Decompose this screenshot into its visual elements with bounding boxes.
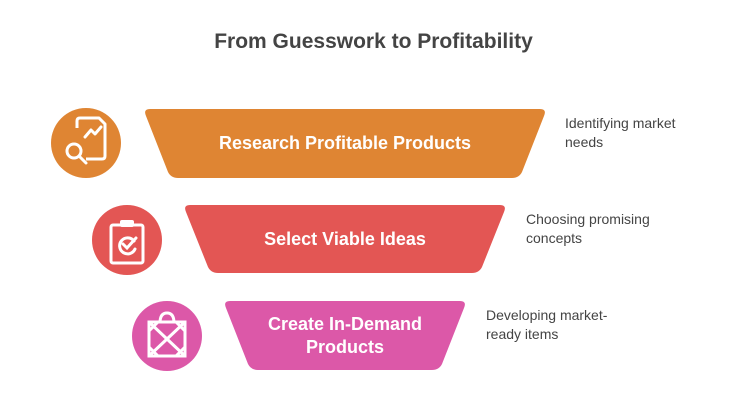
research-chart-icon — [51, 108, 121, 178]
clipboard-check-icon — [92, 205, 162, 275]
stage-1-label: Research Profitable Products — [218, 133, 472, 153]
stage-3-label: Create In-Demand Products — [267, 313, 423, 357]
stage-2-trapezoid — [185, 205, 505, 273]
stage-2-label: Select Viable Ideas — [264, 228, 426, 249]
shopping-bag-icon — [132, 301, 202, 371]
diagram-title: From Guesswork to Profitability — [214, 30, 533, 53]
stage-1-trapezoid — [145, 109, 545, 178]
stage-2-description: Choosing promising concepts — [526, 211, 650, 246]
stage-1-description: Identifying market needs — [565, 115, 676, 150]
stage-3-description: Developing market-ready items — [486, 307, 608, 342]
stage-3-trapezoid — [225, 301, 465, 370]
